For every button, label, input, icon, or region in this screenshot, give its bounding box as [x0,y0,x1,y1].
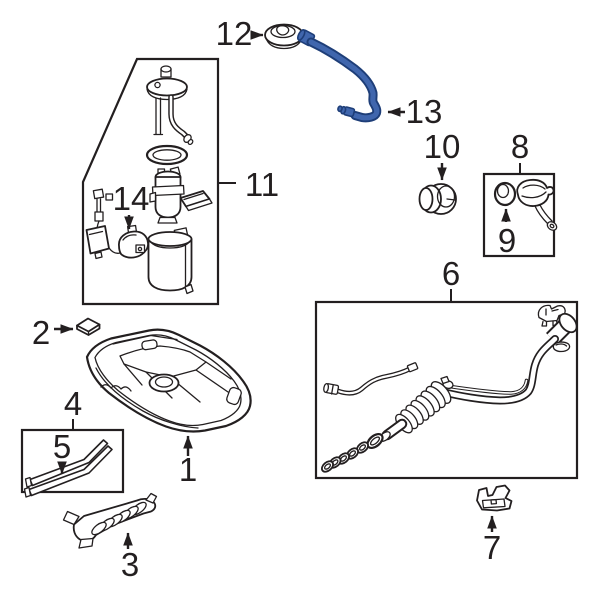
callout-7[interactable]: 7 [483,515,501,566]
callout-12-label[interactable]: 12 [216,15,253,52]
callout-10[interactable]: 10 [424,128,461,181]
callout-5[interactable]: 5 [53,428,71,475]
callout-8[interactable]: 8 [511,128,529,173]
callout-4-label[interactable]: 4 [64,385,82,422]
part-10-grommet [418,183,457,215]
callout-9[interactable]: 9 [498,208,516,259]
callout-2[interactable]: 2 [32,314,74,351]
part-11-o-ring [145,144,189,166]
callout-3[interactable]: 3 [121,532,139,583]
callout-5-label[interactable]: 5 [53,428,71,465]
callout-10-label[interactable]: 10 [424,128,461,165]
callout-11[interactable]: 11 [219,166,279,203]
part-12-filler-gasket [264,23,304,50]
part-3-tank-shield [62,492,158,549]
part-2-tank-pad [76,317,101,336]
callout-14-label[interactable]: 14 [113,180,150,217]
part-5-tank-straps [23,439,113,498]
part-11-box [81,57,220,306]
callout-6-label[interactable]: 6 [442,255,460,292]
callout-14[interactable]: 14 [113,180,150,230]
part-1-fuel-tank [85,328,252,433]
callout-1-label[interactable]: 1 [179,451,197,488]
callout-13[interactable]: 13 [387,93,443,130]
part-6-filler-pipe [321,304,578,473]
callout-13-label[interactable]: 13 [406,93,443,130]
callout-9-label[interactable]: 9 [498,222,516,259]
callout-1[interactable]: 1 [179,435,197,488]
callout-11-label[interactable]: 11 [245,166,279,203]
callout-2-label[interactable]: 2 [32,314,50,351]
part-8-fuel-cap [516,178,558,231]
callout-8-label[interactable]: 8 [511,128,529,165]
part-6-box [314,300,579,480]
callout-7-label[interactable]: 7 [483,529,501,566]
part-13-breather-tube-highlighted [296,29,382,123]
part-9-cap-gasket [493,181,517,207]
part-8-box [482,172,556,258]
callout-12[interactable]: 12 [216,15,264,52]
callout-4[interactable]: 4 [64,385,82,430]
part-14-fuel-sender [108,224,149,259]
part-7-pipe-bracket [476,484,513,512]
callout-6[interactable]: 6 [442,255,460,301]
part-11-reservoir-cup [147,227,194,295]
part-11-pump-flange [146,65,194,146]
callout-3-label[interactable]: 3 [121,546,139,583]
part-11-pump-module [149,166,213,224]
